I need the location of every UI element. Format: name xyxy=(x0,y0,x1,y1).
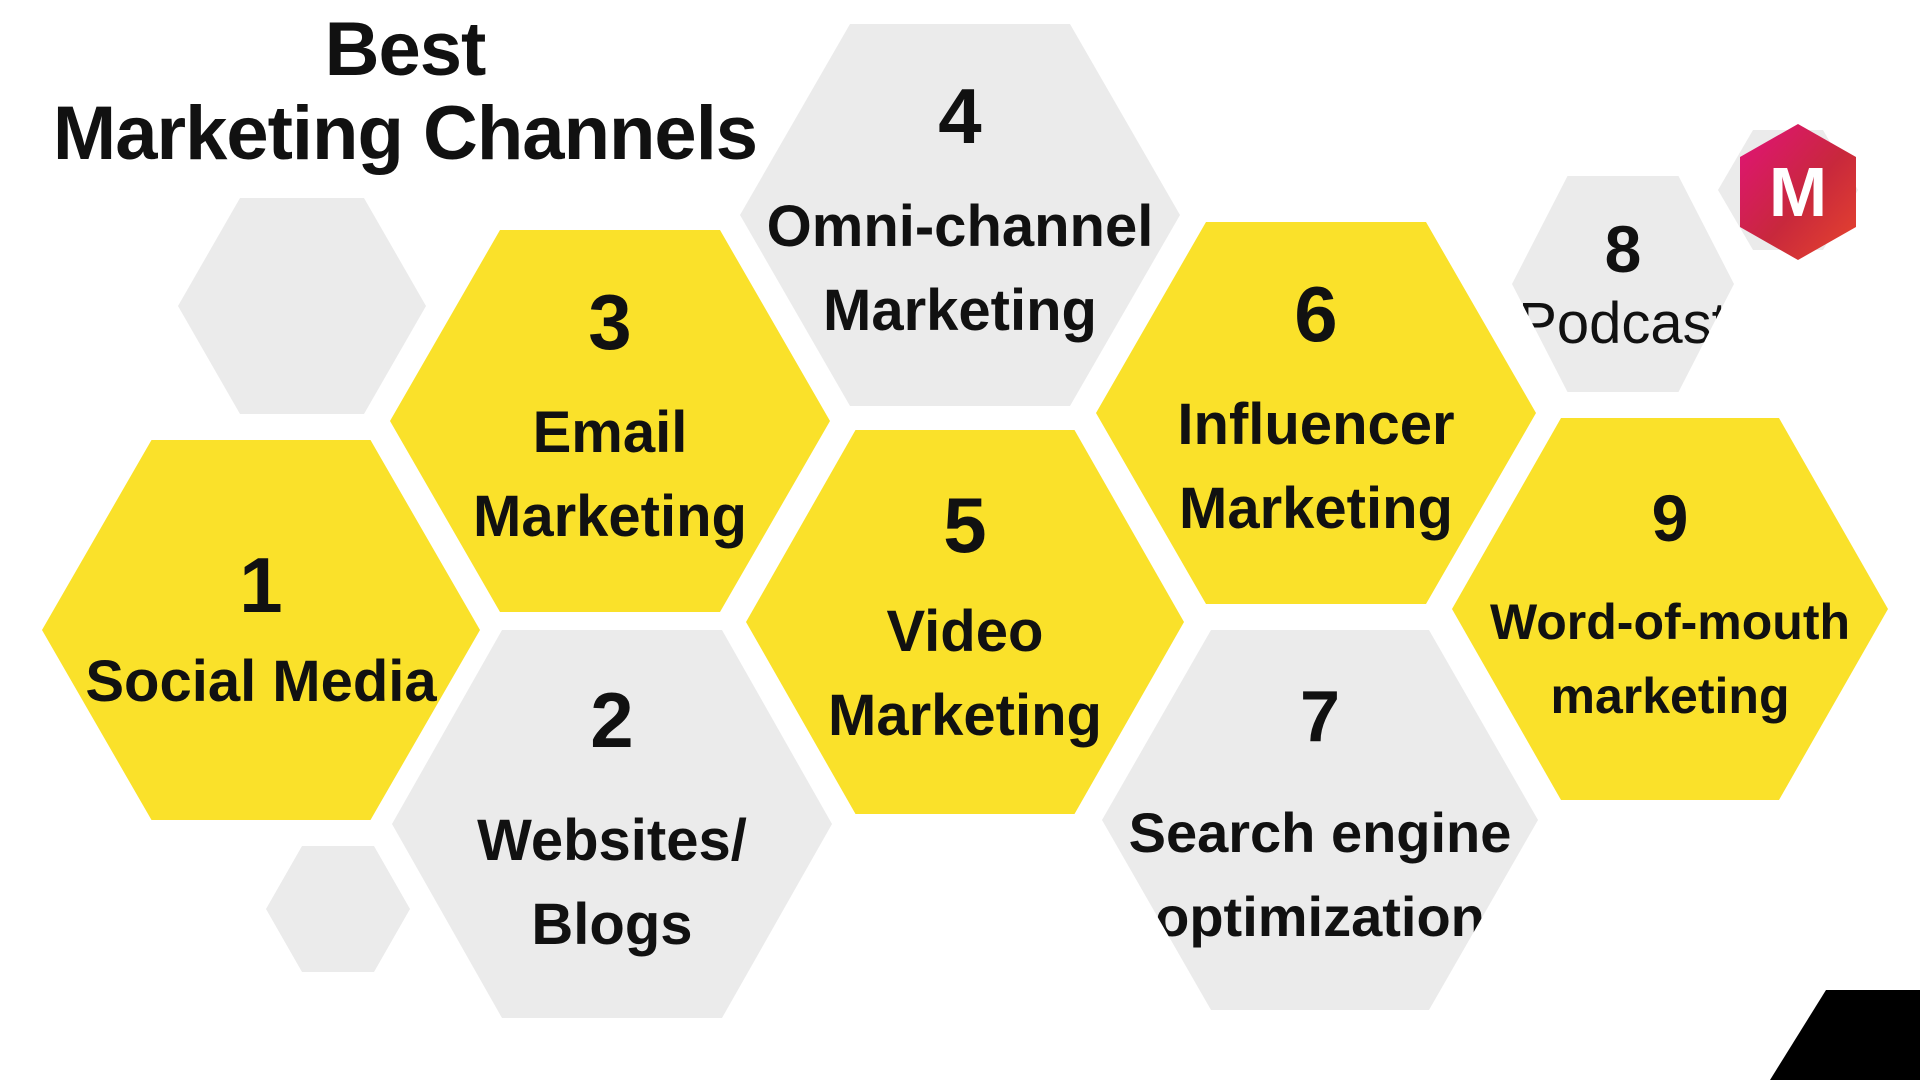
channel-hexagon-7: 7 Search engine optimization xyxy=(1102,630,1538,1010)
channel-label: Word-of-mouth marketing xyxy=(1489,594,1851,724)
logo-letter: M xyxy=(1769,153,1827,231)
channel-number: 9 xyxy=(1651,481,1689,555)
channel-hexagon-5: 5 Video Marketing xyxy=(746,430,1184,814)
brand-logo-icon: M xyxy=(1740,124,1856,260)
channel-number: 3 xyxy=(588,278,632,366)
decorative-hexagon xyxy=(178,198,426,414)
page-title: Best Marketing Channels xyxy=(20,8,790,176)
channel-hexagon-6: 6 Influencer Marketing xyxy=(1096,222,1536,604)
channel-hexagon-4: 4 Omni-channel Marketing xyxy=(740,24,1180,406)
corner-decoration xyxy=(1770,990,1920,1080)
channel-number: 7 xyxy=(1299,677,1341,757)
channel-hexagon-2: 2 Websites/ Blogs xyxy=(392,630,832,1018)
title-line-1: Best xyxy=(324,7,487,92)
channel-hexagon-1: 1 Social Media xyxy=(42,440,480,820)
channel-label: Influencer Marketing xyxy=(1177,392,1455,541)
channel-label: Search engine optimization xyxy=(1128,801,1512,948)
channel-label: Podcast xyxy=(1518,290,1728,356)
channel-label: Video Marketing xyxy=(828,599,1102,748)
channel-number: 2 xyxy=(590,676,634,764)
channel-label: Social Media xyxy=(85,648,437,714)
channel-hexagon-3: 3 Email Marketing xyxy=(390,230,830,612)
channel-hexagon-8: 8 Podcast xyxy=(1512,176,1734,392)
channel-label: Omni-channel Marketing xyxy=(766,194,1154,343)
channel-number: 5 xyxy=(943,481,987,569)
channel-number: 8 xyxy=(1604,211,1642,286)
channel-number: 4 xyxy=(938,72,982,160)
channel-hexagon-9: 9 Word-of-mouth marketing xyxy=(1452,418,1888,800)
decorative-hexagon xyxy=(266,846,410,972)
channel-label: Email Marketing xyxy=(473,400,747,549)
channel-number: 6 xyxy=(1294,270,1338,358)
channel-label: Websites/ Blogs xyxy=(477,808,747,957)
title-line-2: Marketing Channels xyxy=(52,91,758,176)
channel-number: 1 xyxy=(239,540,283,629)
